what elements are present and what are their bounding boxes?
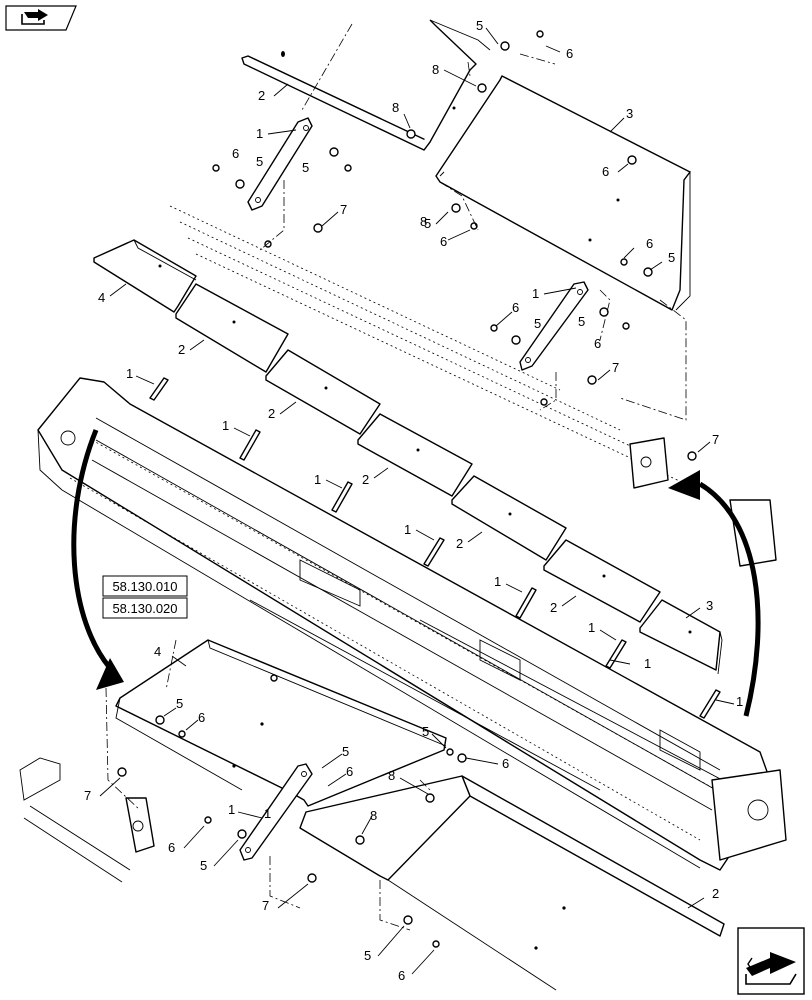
middle-plates-row [93,239,723,675]
callout-label: 1 [644,656,651,671]
callout-label: 6 [566,46,573,61]
callout-label: 5 [578,314,585,329]
callout-label: 6 [440,234,447,249]
bracket-1-lower [239,763,313,861]
callout-label: 6 [198,710,205,725]
middle-brackets [149,377,721,719]
bracket-lower-left [19,757,155,883]
callout-label: 1 [256,126,263,141]
callout-label: 5 [302,160,309,175]
callout-label: 7 [262,898,269,913]
reference-box-1[interactable]: 58.130.010 [102,575,188,597]
folder-arrow-icon[interactable] [5,5,77,31]
callout-label: 8 [388,768,395,783]
callout-label: 5 [364,948,371,963]
header-frame [37,377,787,871]
next-page-arrow-icon[interactable] [737,927,805,995]
side-bracket-right [629,437,669,489]
callouts: 5 6 8 3 2 8 1 6 5 5 6 8 7 5 6 4 6 5 1 2 … [84,18,743,983]
callout-label: 2 [456,536,463,551]
bracket-1-upper-left [247,117,313,211]
callout-label: 5 [342,744,349,759]
callout-label: 2 [550,600,557,615]
callout-label: 6 [594,336,601,351]
callout-label: 6 [602,164,609,179]
callout-label: 2 [258,88,265,103]
callout-label: 5 [476,18,483,33]
callout-label: 1 [264,806,271,821]
callout-label: 3 [626,106,633,121]
callout-label: 2 [268,406,275,421]
hardware-upper [212,30,697,461]
bracket-1-upper-right [519,281,589,371]
callout-label: 7 [712,432,719,447]
callout-label: 7 [340,202,347,217]
callout-label: 1 [222,418,229,433]
curved-arrow-right [668,470,761,717]
callout-label: 4 [154,644,161,659]
callout-label: 6 [168,840,175,855]
assembly-lines-lower [105,639,431,931]
callout-label: 4 [98,290,105,305]
plate-2-top [241,19,491,151]
callout-label: 1 [532,286,539,301]
callout-label: 6 [646,236,653,251]
reference-label: 58.130.010 [112,579,177,594]
callout-label: 5 [200,858,207,873]
callout-label: 6 [346,764,353,779]
callout-label: 3 [706,598,713,613]
reference-label: 58.130.020 [112,601,177,616]
callout-label: 2 [362,472,369,487]
assembly-lines-upper [169,23,691,487]
reference-box-2[interactable]: 58.130.020 [102,597,188,619]
callout-label: 5 [256,154,263,169]
callout-label: 5 [534,316,541,331]
callout-label: 7 [84,788,91,803]
plate-2-lower [299,775,725,991]
curved-arrow-left [71,429,124,690]
callout-label: 5 [176,696,183,711]
callout-label: 8 [420,214,427,229]
plate-3-top [435,75,691,311]
callout-label: 5 [424,216,431,231]
callout-label: 5 [668,250,675,265]
callout-label: 8 [370,808,377,823]
callout-label: 2 [712,886,719,901]
callout-label: 2 [178,342,185,357]
callout-label: 1 [588,620,595,635]
callout-label: 6 [232,146,239,161]
callout-label: 5 [422,724,429,739]
callout-label: 7 [612,360,619,375]
callout-label: 6 [502,756,509,771]
hardware-lower [117,674,467,948]
callout-label: 1 [314,472,321,487]
callout-label: 1 [404,522,411,537]
callout-label: 1 [228,802,235,817]
callout-label: 6 [398,968,405,983]
callout-label: 6 [512,300,519,315]
callout-label: 1 [126,366,133,381]
callout-label: 8 [432,62,439,77]
callout-label: 1 [494,574,501,589]
callout-label: 8 [392,100,399,115]
callout-label: 1 [736,694,743,709]
